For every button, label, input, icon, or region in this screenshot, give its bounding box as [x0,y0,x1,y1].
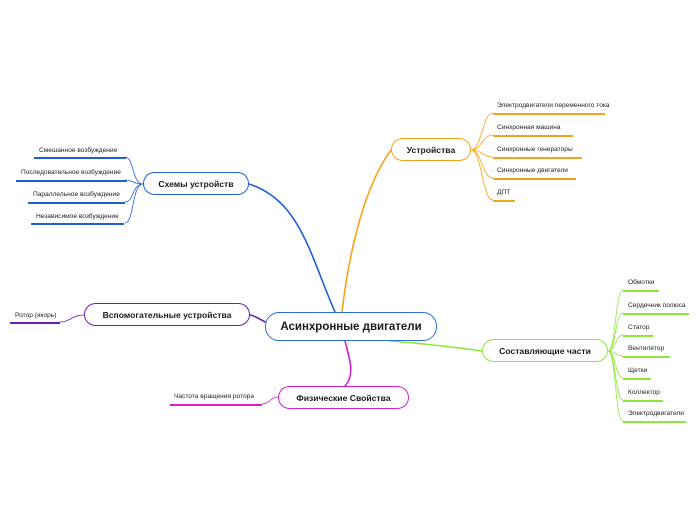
connector-leaf-components-1 [607,289,624,352]
leaf-underline [170,404,262,406]
connector-schemes [248,183,336,313]
branch-schemes-label: Схемы устройств [158,178,234,189]
branch-auxiliary-label: Вспомогательные устройства [102,309,232,320]
connector-components [389,340,483,352]
central-topic[interactable]: Асинхронные двигатели [265,312,437,341]
branch-physical-label: Физические Свойства [296,392,391,403]
branch-components[interactable]: Составляющие части [482,339,608,362]
leaf-underline [623,335,653,337]
connector-leaf-devices-5 [470,149,494,201]
connector-leaf-physical-1 [261,396,279,405]
leaf-underline [34,157,126,159]
branch-schemes[interactable]: Схемы устройств [143,172,249,195]
connector-leaf-auxiliary-1 [59,314,85,323]
leaf-underline [623,356,670,358]
branch-auxiliary[interactable]: Вспомогательные устройства [84,303,250,326]
leaf-devices-5[interactable]: ДПТ [497,189,511,196]
leaf-underline [493,200,515,202]
leaf-underline [623,313,689,315]
leaf-underline [28,202,125,204]
leaf-schemes-4[interactable]: Независимое возбуждение [36,213,119,220]
leaf-underline [31,223,124,225]
leaf-components-1[interactable]: Обмотки [628,279,655,286]
connector-leaf-devices-2 [470,134,494,151]
leaf-devices-1[interactable]: Электродвигатели переменного тока [497,102,610,109]
leaf-underline [493,113,605,115]
leaf-schemes-2[interactable]: Последовательное возбуждение [21,169,121,176]
leaf-underline [623,421,686,423]
leaf-schemes-1[interactable]: Смешанное возбуждение [39,147,118,154]
connector-leaf-components-6 [607,350,624,401]
leaf-devices-3[interactable]: Синхронные генераторы [497,146,573,153]
branch-devices[interactable]: Устройства [391,138,471,161]
leaf-underline [16,180,127,182]
leaf-components-4[interactable]: Вентилятор [628,345,665,352]
branch-components-label: Составляющие части [499,345,591,356]
leaf-underline [623,400,663,402]
leaf-devices-4[interactable]: Синхронные двигатели [497,167,568,174]
connector-leaf-components-7 [607,350,624,422]
leaf-components-7[interactable]: Электродвигатели [628,410,684,417]
connector-leaf-devices-1 [470,112,494,151]
leaf-schemes-3[interactable]: Параллельное возбуждение [33,191,120,198]
connector-auxiliary [249,314,266,323]
leaf-physical-1[interactable]: Частота вращения ротора [174,393,254,400]
connector-leaf-schemes-1 [124,156,144,185]
leaf-underline [10,322,60,324]
connector-leaf-components-3 [607,334,624,352]
leaf-auxiliary-1[interactable]: Ротор (якорь) [15,312,57,319]
leaf-underline [623,378,651,380]
leaf-components-2[interactable]: Сердечник полюса [628,302,686,309]
connector-leaf-components-2 [607,312,624,352]
connector-leaf-schemes-4 [124,183,144,224]
branch-devices-label: Устройства [406,144,456,155]
leaf-components-6[interactable]: Коллектор [628,389,660,396]
branch-physical[interactable]: Физические Свойства [278,386,409,409]
leaf-underline [493,178,576,180]
leaf-underline [493,135,573,137]
leaf-devices-2[interactable]: Синхронная машина [497,124,561,131]
connector-devices [341,149,392,313]
central-topic-label: Асинхронные двигатели [280,320,422,333]
connector-physical [344,340,352,387]
leaf-underline [493,157,582,159]
leaf-components-5[interactable]: Щетки [628,367,648,374]
leaf-components-3[interactable]: Статор [628,324,650,331]
leaf-underline [623,290,659,292]
